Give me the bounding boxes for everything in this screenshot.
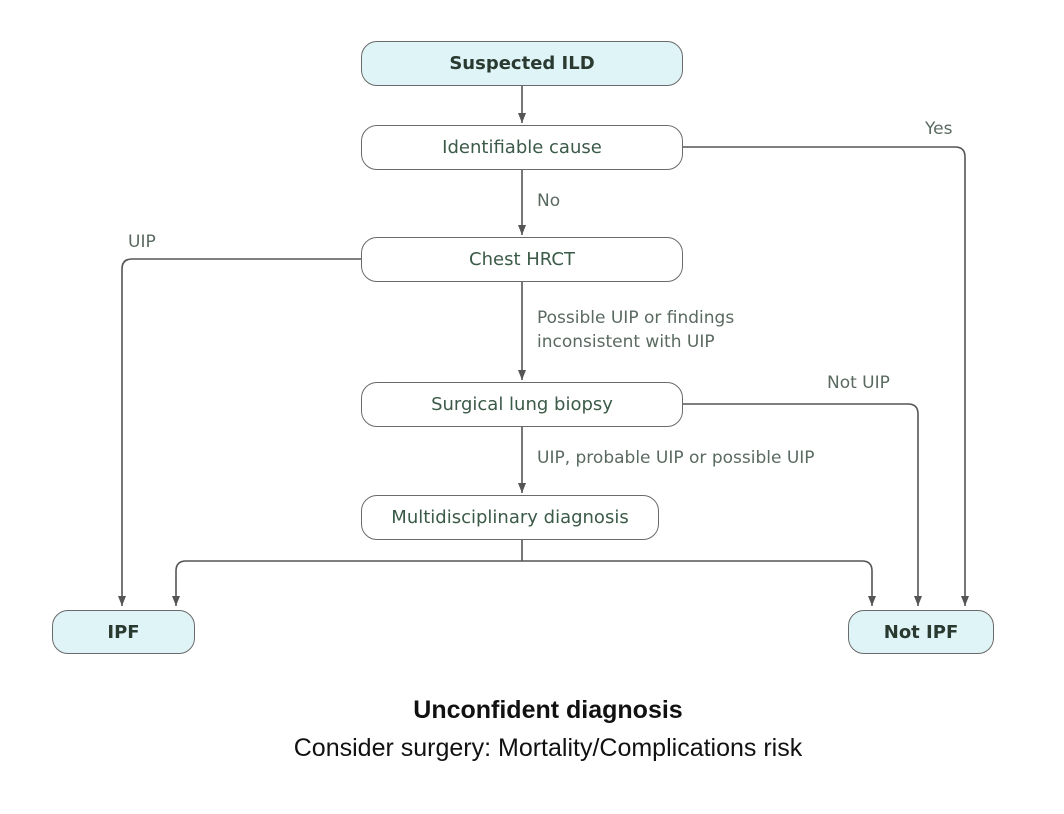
node-surgical-biopsy: Surgical lung biopsy — [361, 382, 683, 427]
label-uip: UIP — [128, 232, 156, 252]
node-suspected-ild: Suspected ILD — [361, 41, 683, 86]
label-no: No — [537, 191, 561, 211]
edge-cause-notipf — [683, 146, 969, 606]
label-not-uip: Not UIP — [827, 373, 890, 393]
label-possible-uip-2: inconsistent with UIP — [537, 332, 715, 352]
label-yes: Yes — [925, 119, 953, 139]
node-ipf: IPF — [52, 610, 195, 654]
edge-hrct-ipf — [118, 258, 361, 606]
node-not-ipf: Not IPF — [848, 610, 994, 654]
node-chest-hrct: Chest HRCT — [361, 237, 683, 282]
caption-subtitle: Consider surgery: Mortality/Complication… — [293, 734, 803, 762]
edge-mdd-ipf — [172, 560, 522, 606]
node-multidisciplinary: Multidisciplinary diagnosis — [361, 495, 659, 540]
edge-biopsy-notipf — [683, 403, 922, 606]
node-identifiable-cause: Identifiable cause — [361, 125, 683, 170]
label-possible-uip-1: Possible UIP or findings — [537, 308, 735, 328]
label-uip-probable: UIP, probable UIP or possible UIP — [537, 448, 815, 468]
caption-title: Unconfident diagnosis — [413, 696, 683, 724]
edge-mdd-notipf — [522, 560, 876, 606]
